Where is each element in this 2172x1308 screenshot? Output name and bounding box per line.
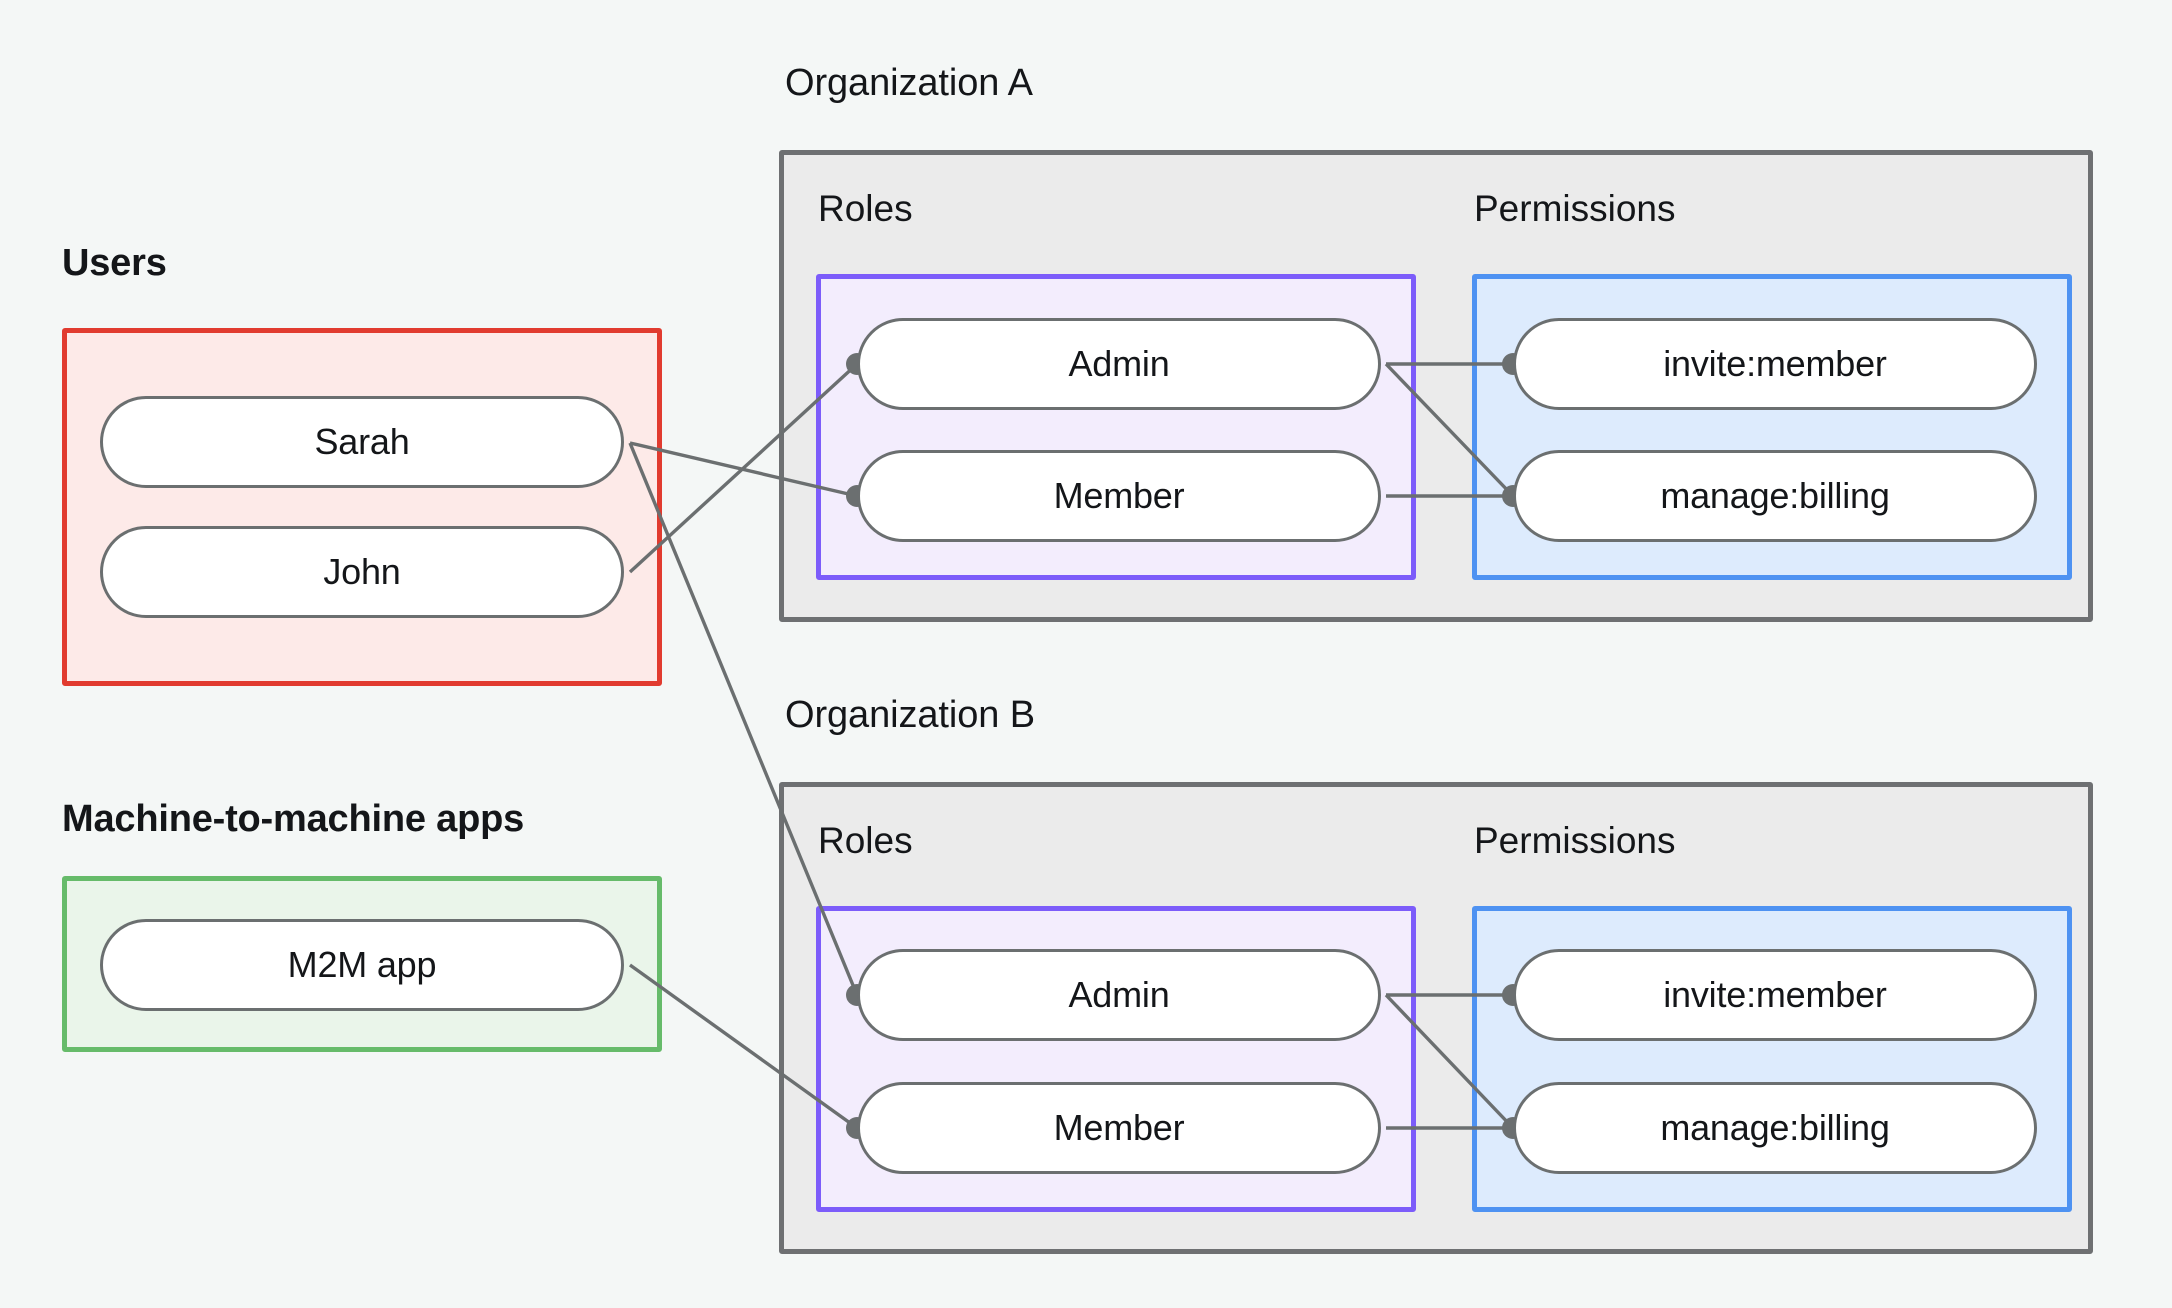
node-org-b-perm-manage-billing[interactable]: manage:billing: [1513, 1082, 2037, 1174]
node-org-a-role-member-label: Member: [1053, 475, 1185, 516]
node-org-a-perm-manage-billing-label: manage:billing: [1660, 475, 1890, 516]
org-b-permissions-title: Permissions: [1474, 820, 1676, 861]
m2m-group-title: Machine-to-machine apps: [62, 798, 525, 840]
node-john-label: John: [323, 551, 401, 592]
node-org-b-role-admin-label: Admin: [1068, 974, 1170, 1015]
node-org-b-role-admin[interactable]: Admin: [857, 949, 1381, 1041]
node-org-b-perm-invite-member[interactable]: invite:member: [1513, 949, 2037, 1041]
node-john[interactable]: John: [100, 526, 624, 618]
node-org-b-perm-invite-member-label: invite:member: [1663, 974, 1887, 1015]
org-a-title: Organization A: [785, 62, 1033, 104]
node-sarah[interactable]: Sarah: [100, 396, 624, 488]
node-org-b-role-member[interactable]: Member: [857, 1082, 1381, 1174]
org-b-title: Organization B: [785, 694, 1035, 736]
users-group-box: [62, 328, 662, 686]
node-org-b-role-member-label: Member: [1053, 1107, 1185, 1148]
node-org-a-role-admin[interactable]: Admin: [857, 318, 1381, 410]
node-sarah-label: Sarah: [314, 421, 410, 462]
node-org-a-role-member[interactable]: Member: [857, 450, 1381, 542]
node-m2m-app[interactable]: M2M app: [100, 919, 624, 1011]
node-org-a-perm-invite-member-label: invite:member: [1663, 343, 1887, 384]
org-b-roles-title: Roles: [818, 820, 913, 861]
node-org-a-perm-invite-member[interactable]: invite:member: [1513, 318, 2037, 410]
node-m2m-app-label: M2M app: [287, 944, 437, 985]
org-a-roles-title: Roles: [818, 188, 913, 229]
node-org-b-perm-manage-billing-label: manage:billing: [1660, 1107, 1890, 1148]
node-org-a-role-admin-label: Admin: [1068, 343, 1170, 384]
users-group-title: Users: [62, 242, 167, 284]
org-a-permissions-title: Permissions: [1474, 188, 1676, 229]
node-org-a-perm-manage-billing[interactable]: manage:billing: [1513, 450, 2037, 542]
